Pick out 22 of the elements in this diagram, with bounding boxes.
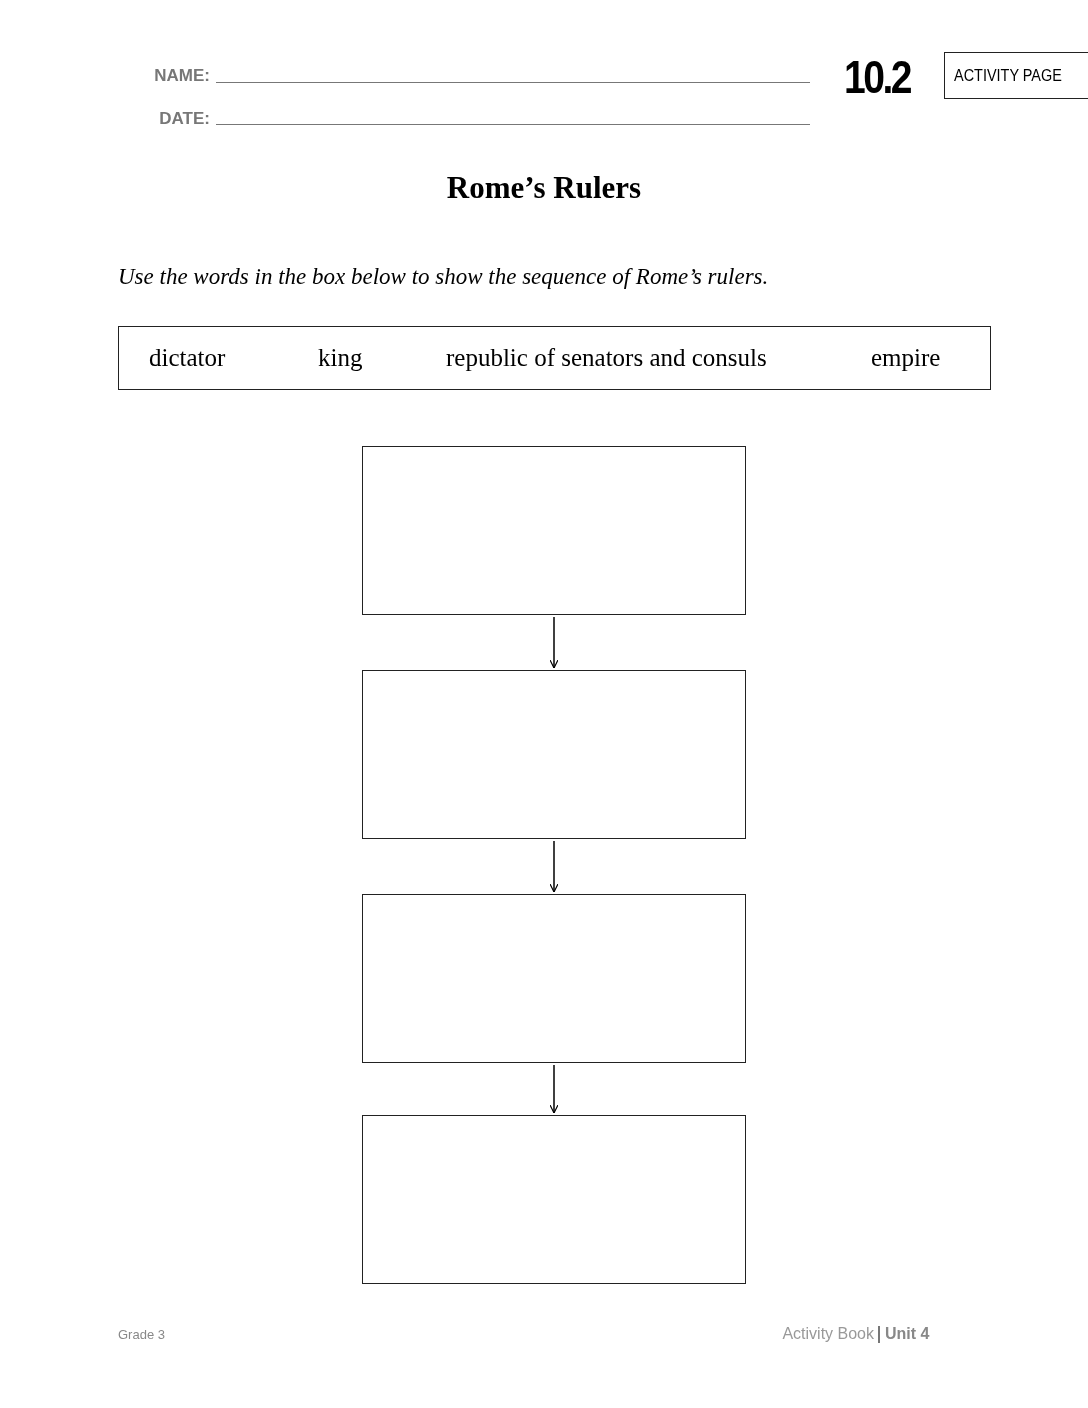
word-bank-term: dictator — [149, 344, 226, 372]
field-label: DATE: — [159, 109, 210, 129]
footer-text: Grade 3 — [118, 1327, 165, 1342]
page-tag-text: ACTIVITY PAGE — [954, 66, 1062, 86]
answer-box — [362, 894, 746, 1063]
page-number: 10.2 — [844, 50, 910, 104]
page-tag — [944, 52, 1088, 99]
answer-box — [362, 1115, 746, 1284]
word-bank-term: king — [318, 344, 363, 372]
answer-box — [362, 670, 746, 839]
word-bank-term: republic of senators and consuls — [446, 344, 767, 372]
arrow — [549, 616, 559, 669]
word-bank-term: empire — [871, 344, 941, 372]
instruction-text: Use the words in the box below to show the sequence of Rome’s rulers. — [118, 264, 769, 290]
answer-box — [362, 446, 746, 615]
word-bank-box — [118, 326, 991, 390]
footer-text: Activity Book — [782, 1325, 874, 1343]
page-title: Rome’s Rulers — [445, 170, 643, 206]
arrow — [549, 840, 559, 893]
field-label: NAME: — [154, 66, 210, 86]
footer-text: Unit 4 — [885, 1325, 930, 1343]
arrow — [549, 1064, 559, 1114]
